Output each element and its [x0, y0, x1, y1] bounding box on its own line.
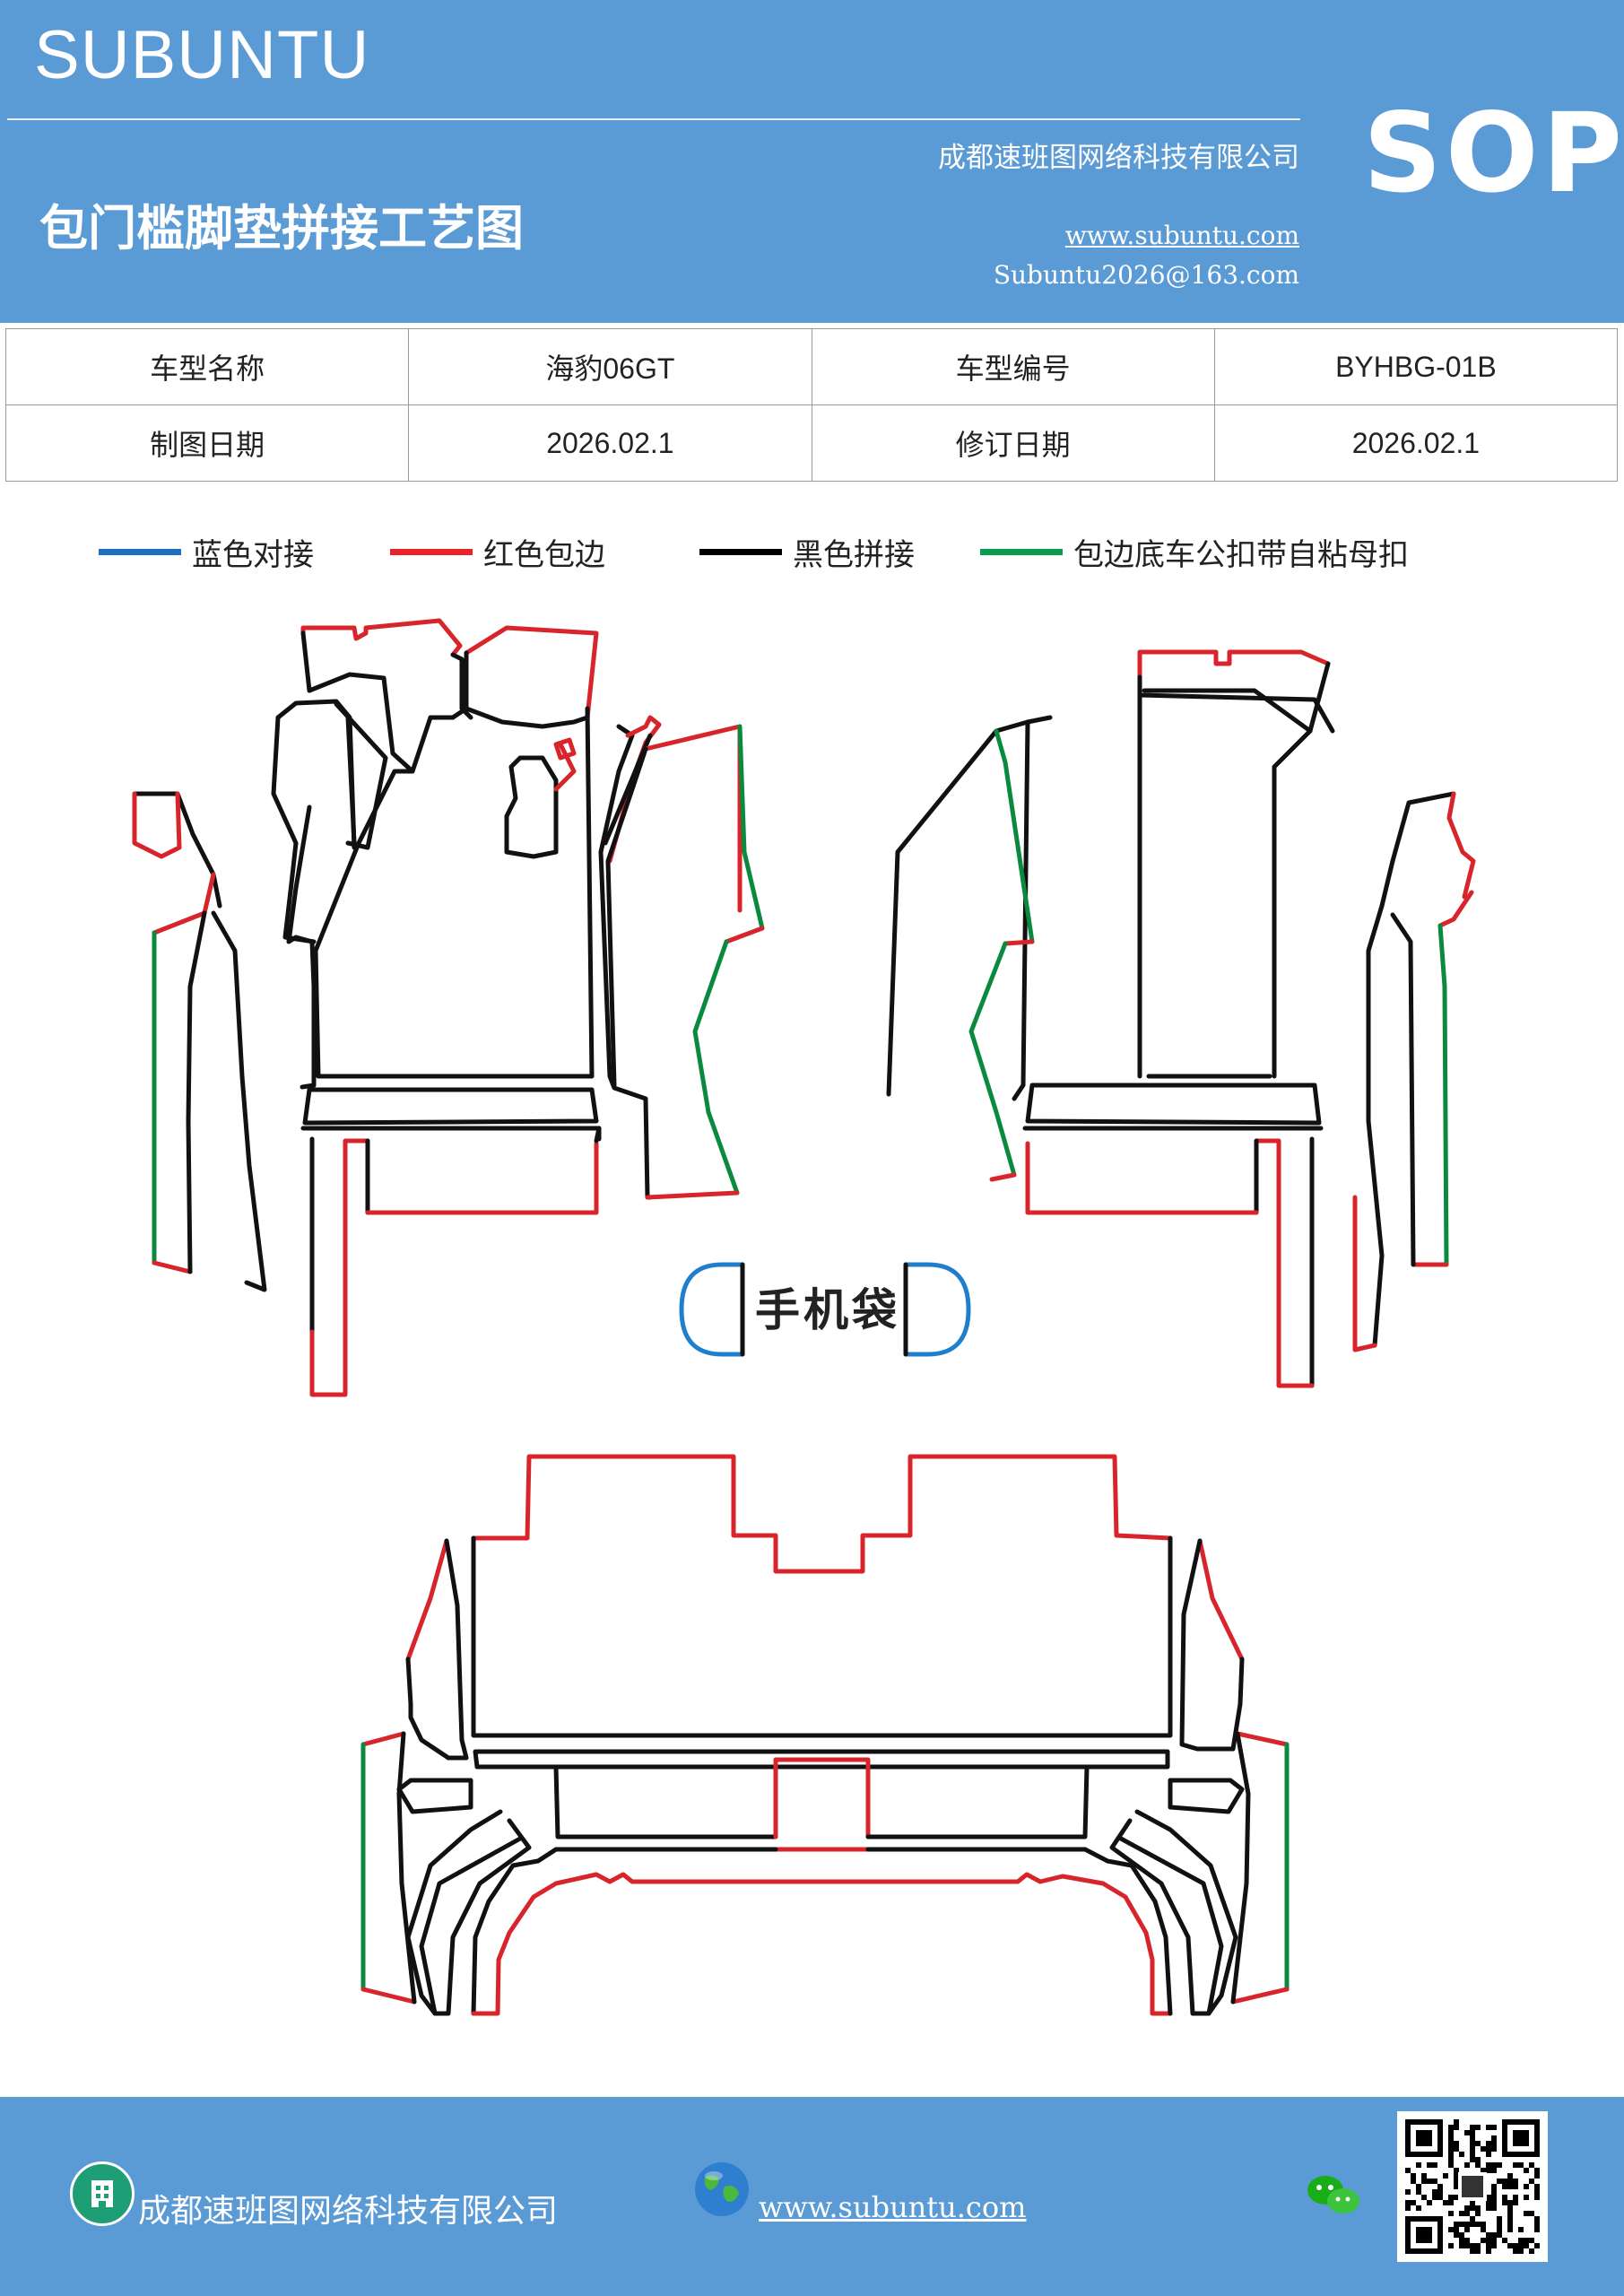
left-rear-sill	[300, 1087, 602, 1397]
right-door-panel	[886, 715, 1053, 1182]
right-front-floor	[1137, 649, 1335, 1079]
left-front-floor	[271, 618, 599, 1090]
qr-code[interactable]	[1397, 2111, 1548, 2262]
header-divider	[7, 118, 1300, 120]
document-title: 包门槛脚垫拼接工艺图	[39, 199, 524, 257]
rear-floor-mat	[360, 1454, 1290, 2016]
label-model-code: 车型编号	[811, 328, 1215, 405]
legend-swatch	[390, 548, 473, 555]
legend-label: 蓝色对接	[192, 536, 314, 573]
qr-code-pattern	[1405, 2119, 1540, 2254]
right-side-mirror	[886, 649, 1476, 1388]
footer-company: 成都速班图网络科技有限公司	[138, 2193, 559, 2230]
brand-name: SUBUNTU	[34, 17, 370, 93]
legend-item-green: 包边底车公扣带自粘母扣	[980, 529, 1409, 574]
header-company: 成都速班图网络科技有限公司	[938, 142, 1299, 174]
legend-item-black: 黑色拼接	[699, 529, 915, 574]
phone-bag-label: 手机袋	[755, 1284, 900, 1336]
footer-website-link[interactable]: www.subuntu.com	[759, 2190, 1027, 2224]
globe-icon	[692, 2160, 751, 2219]
table-row: 车型名称 海豹06GT 车型编号 BYHBG-01B	[4, 328, 1619, 405]
value-model-code: BYHBG-01B	[1213, 328, 1619, 405]
value-model-name: 海豹06GT	[408, 328, 812, 405]
right-outer-strip	[1352, 791, 1476, 1352]
left-outer-strip	[132, 791, 267, 1292]
label-model-name: 车型名称	[4, 328, 410, 405]
legend-item-blue: 蓝色对接	[99, 529, 314, 574]
right-rear-sill	[1022, 1083, 1324, 1388]
value-revise-date: 2026.02.1	[1213, 404, 1619, 482]
legend-label: 包边底车公扣带自粘母扣	[1073, 536, 1409, 573]
color-legend: 蓝色对接 红色包边 黑色拼接 包边底车公扣带自粘母扣	[0, 529, 1624, 574]
legend-swatch	[99, 548, 181, 555]
wechat-icon	[1304, 2169, 1363, 2222]
value-draw-date: 2026.02.1	[408, 404, 812, 482]
label-draw-date: 制图日期	[4, 404, 410, 482]
building-icon	[70, 2161, 135, 2226]
legend-label: 黑色拼接	[793, 536, 915, 573]
legend-item-red: 红色包边	[390, 529, 605, 574]
left-door-panel	[598, 715, 765, 1200]
legend-label: 红色包边	[483, 536, 605, 573]
legend-swatch	[699, 548, 782, 555]
footer-banner: 成都速班图网络科技有限公司 www.subuntu.com	[0, 2097, 1624, 2296]
label-revise-date: 修订日期	[811, 404, 1215, 482]
phone-bag: 手机袋	[679, 1262, 971, 1357]
legend-swatch	[980, 548, 1063, 555]
sop-mark: SOP	[1363, 90, 1624, 217]
vehicle-info-table: 车型名称 海豹06GT 车型编号 BYHBG-01B 制图日期 2026.02.…	[4, 328, 1619, 482]
header-email[interactable]: Subuntu2026@163.com	[993, 260, 1299, 290]
header-banner: SUBUNTU 成都速班图网络科技有限公司 包门槛脚垫拼接工艺图 www.sub…	[0, 0, 1624, 323]
floor-mat-diagram: 手机袋	[132, 618, 1476, 2016]
header-website-link[interactable]: www.subuntu.com	[1064, 221, 1299, 250]
table-row: 制图日期 2026.02.1 修订日期 2026.02.1	[4, 404, 1619, 482]
